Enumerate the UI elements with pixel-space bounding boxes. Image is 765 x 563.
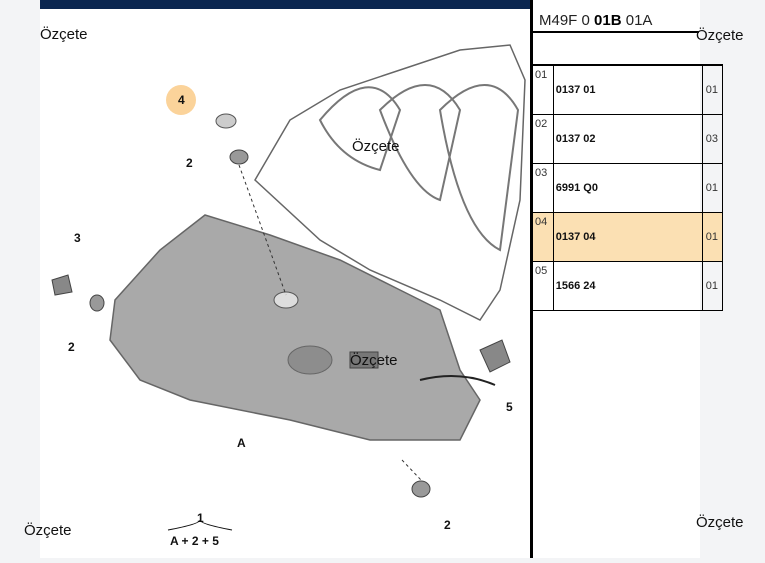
- part-reference[interactable]: 0137 04: [553, 212, 703, 262]
- parts-diagram: 4 2 3 2 A 5 2 1 A + 2 + 5: [40, 0, 530, 558]
- divider: [533, 31, 699, 33]
- part-number: 03: [533, 163, 554, 213]
- callout-highlight: [166, 85, 196, 115]
- part-number: 05: [533, 261, 554, 311]
- part-4-cap: [215, 113, 237, 129]
- part-quantity: 01: [702, 212, 724, 262]
- part-number: 04: [533, 212, 554, 262]
- watermark: Özçete: [350, 352, 398, 369]
- part-number: 01: [533, 65, 554, 115]
- part-quantity: 01: [702, 261, 724, 311]
- callout-3: 3: [74, 231, 81, 245]
- ref-bold: 01B: [594, 12, 622, 29]
- part-quantity: 03: [702, 114, 724, 164]
- ref-prefix: M49F 0: [539, 12, 595, 29]
- watermark: Özçete: [352, 138, 400, 155]
- watermark: Özçete: [24, 522, 72, 539]
- part-number: 02: [533, 114, 554, 164]
- callout-a: A: [237, 436, 246, 450]
- ref-suffix: 01A: [621, 12, 653, 29]
- watermark: Özçete: [696, 514, 744, 531]
- callout-2c: 2: [444, 518, 451, 532]
- assembly-formula: A + 2 + 5: [170, 534, 219, 548]
- part-reference[interactable]: 0137 01: [553, 65, 703, 115]
- engine-cover-illustration: 4 2 3 2 A 5 2 1 A + 2 + 5: [51, 44, 526, 548]
- watermark: Özçete: [40, 26, 88, 43]
- callout-2a: 2: [186, 156, 193, 170]
- part-quantity: 01: [702, 65, 724, 115]
- callout-1: 1: [197, 511, 204, 525]
- part-reference[interactable]: 0137 02: [553, 114, 703, 164]
- part-reference[interactable]: 6991 Q0: [553, 163, 703, 213]
- watermark: Özçete: [696, 27, 744, 44]
- callout-5: 5: [506, 400, 513, 414]
- callout-2b: 2: [68, 340, 75, 354]
- reference-code: M49F 0 01B 01A: [539, 12, 652, 29]
- top-bar: [40, 0, 530, 9]
- part-quantity: 01: [702, 163, 724, 213]
- callout-4: 4: [178, 93, 185, 107]
- part-reference[interactable]: 1566 24: [553, 261, 703, 311]
